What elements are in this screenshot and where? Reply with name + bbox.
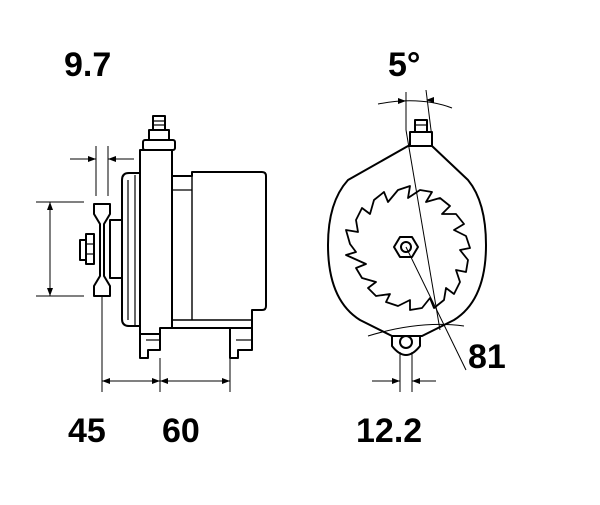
side-fan [121,172,141,327]
side-arrowheads [47,156,230,384]
side-rear-housing [171,171,267,329]
front-hex-nut [393,236,419,258]
dimension-label-5-degree: 5° [388,46,421,84]
dimension-label-60: 60 [162,412,200,450]
front-housing [327,145,487,337]
front-mount-ear [391,336,421,356]
front-arrowheads [392,97,434,384]
front-dimensions [367,89,467,392]
dimension-label-12-2: 12.2 [356,412,423,450]
front-view [327,119,487,356]
side-terminal-stud [142,115,176,151]
dimension-label-81: 81 [468,338,506,376]
dimension-label-9-7: 9.7 [64,46,112,84]
dimension-label-45: 45 [68,412,106,450]
side-mount-feet [139,328,253,359]
side-dimensions [36,146,231,392]
front-terminal-stud [409,119,433,147]
side-front-housing [139,149,173,335]
side-view [79,115,267,359]
side-pulley [79,203,123,297]
front-fan [345,185,471,311]
